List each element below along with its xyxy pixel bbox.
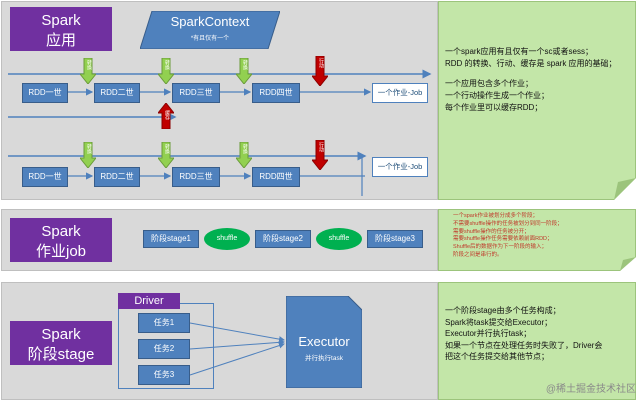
row1-transform-arrow-1: [80, 58, 96, 84]
row1-flow-lines: [8, 69, 432, 196]
app-note-fold: [614, 178, 636, 200]
row2-job-box: 一个作业-Job: [372, 157, 428, 177]
row2-transform-arrow-1: [80, 142, 96, 168]
app-title: Spark 应用: [10, 7, 112, 51]
driver-label: Driver: [118, 293, 180, 309]
app-note: 一个spark应用有且仅有一个sc或者sess； RDD 的转换、行动、缓存是 …: [438, 1, 636, 200]
task-1: 任务1: [138, 313, 190, 333]
job-note-line-6: 阶段之间是串行的。: [453, 251, 503, 258]
job-note-fold: [620, 257, 636, 271]
row1-rdd-1: RDD一世: [22, 83, 68, 103]
executor-title: Executor: [298, 334, 350, 349]
row2-transform-arrow-3: [236, 142, 252, 168]
stage-note-line-4: 如果一个节点在处理任务时失败了，Driver会: [445, 340, 603, 350]
row2-transform-label-2: 转换: [164, 144, 170, 154]
app-note-line-5: 一个行动操作生成一个作业；: [445, 91, 549, 100]
row1-transform-label-3: 转换: [242, 60, 248, 70]
task-3: 任务3: [138, 365, 190, 385]
row1-transform-label-2: 转换: [164, 60, 170, 70]
row1-rdd-3: RDD三世: [172, 83, 220, 103]
spark-context-subtitle: *有且仅有一个: [190, 36, 230, 42]
row1-job-box: 一个作业-Job: [372, 83, 428, 103]
job-note-line-4: 需要shuffle操作任务需要依赖前面RDD；: [453, 236, 553, 243]
app-note-line-3: [445, 70, 629, 78]
job-note-line-3: 需要shuffle操作的任务被分开；: [453, 228, 530, 235]
job-stage-3: 阶段stage3: [367, 230, 423, 248]
job-stage-2: 阶段stage2: [255, 230, 311, 248]
row2-action-arrow: [312, 140, 328, 170]
job-title: Spark 作业job: [10, 218, 112, 262]
row1-action-label: 行动: [318, 58, 324, 68]
job-shuffle-1: shuffle: [204, 228, 250, 250]
job-shuffle-2: shuffle: [316, 228, 362, 250]
task-2: 任务2: [138, 339, 190, 359]
stage-note-line-5: 把这个任务提交给其他节点；: [445, 352, 549, 361]
task-to-executor-arrows: [189, 322, 285, 376]
row2-transform-arrow-2: [158, 142, 174, 168]
job-stage-1: 阶段stage1: [143, 230, 199, 248]
job-note-line-1: 一个spark作业被划分成多个阶段；: [453, 213, 538, 219]
row1-action-arrow: [312, 56, 328, 86]
row1-transform-arrow-2: [158, 58, 174, 84]
job-note-line-5: Shuffle后的数据作为下一阶段的输入；: [453, 244, 548, 251]
row2-rdd-1: RDD一世: [22, 167, 68, 187]
job-note-line-2: 不需要shuffle操作的任务被划分到同一阶段；: [453, 220, 563, 227]
stage-note-line-1: 一个阶段stage由多个任务构成；: [445, 306, 561, 315]
row1-cache-arrow: [158, 103, 174, 129]
stage-note-line-2: Spark将task提交给Executor；: [445, 317, 553, 327]
stage-note: 一个阶段stage由多个任务构成； Spark将task提交给Executor；…: [438, 282, 636, 400]
row2-action-label: 行动: [318, 142, 324, 152]
row2-rdd-4: RDD四世: [252, 167, 300, 187]
row1-transform-label-1: 转换: [86, 60, 92, 70]
app-note-line-6: 每个作业里可以缓存RDD；: [445, 103, 543, 112]
job-note: 一个spark作业被划分成多个阶段； 不需要shuffle操作的任务被划分到同一…: [438, 209, 636, 271]
row1-rdd-2: RDD二世: [94, 83, 140, 103]
row2-transform-label-3: 转换: [242, 144, 248, 154]
spark-context-title: SparkContext: [170, 14, 250, 29]
app-note-line-4: 一个应用包含多个作业；: [445, 79, 533, 88]
watermark: @稀土掘金技术社区: [545, 384, 636, 395]
row1-rdd-4: RDD四世: [252, 83, 300, 103]
executor-subtitle: 并行执行task: [305, 355, 343, 362]
row2-rdd-2: RDD二世: [94, 167, 140, 187]
app-note-line-1: 一个spark应用有且仅有一个sc或者sess；: [445, 47, 594, 56]
row2-transform-label-1: 转换: [86, 144, 92, 154]
row2-rdd-3: RDD三世: [172, 167, 220, 187]
row1-transform-arrow-3: [236, 58, 252, 84]
row1-cache-label: 缓存: [164, 110, 170, 120]
spark-context-shape: [140, 11, 280, 49]
stage-note-line-3: Executor并行执行task；: [445, 329, 532, 338]
stage-title: Spark 阶段stage: [10, 321, 112, 365]
executor-shape: [286, 296, 362, 388]
app-note-line-2: RDD 的转换、行动、缓存是 spark 应用的基础；: [445, 59, 617, 68]
